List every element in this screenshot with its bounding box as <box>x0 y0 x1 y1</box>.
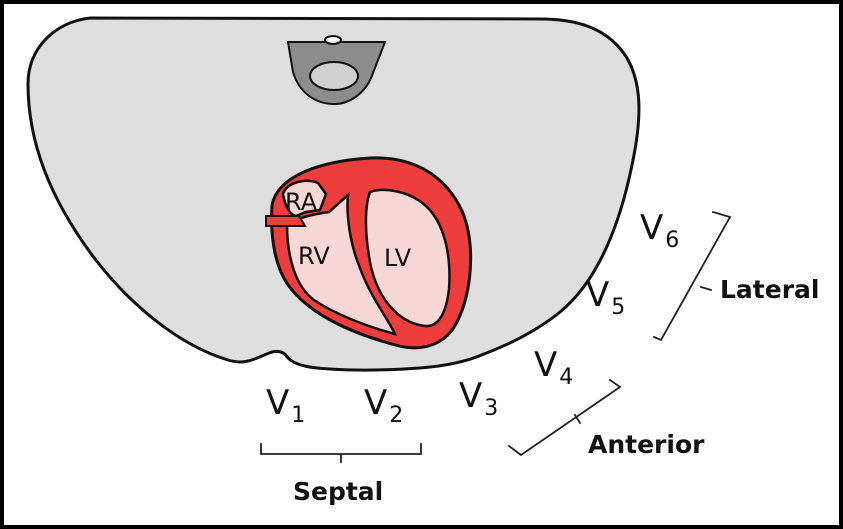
septal-label: Septal <box>293 477 383 506</box>
spine-dot <box>325 36 341 44</box>
lv-label: LV <box>384 244 412 272</box>
ra-label: RA <box>285 188 318 216</box>
lateral-label: Lateral <box>720 275 819 304</box>
heart-ra-notch <box>266 216 305 226</box>
rv-label: RV <box>298 242 330 270</box>
anterior-label: Anterior <box>588 430 705 459</box>
spine-canal <box>310 62 358 90</box>
